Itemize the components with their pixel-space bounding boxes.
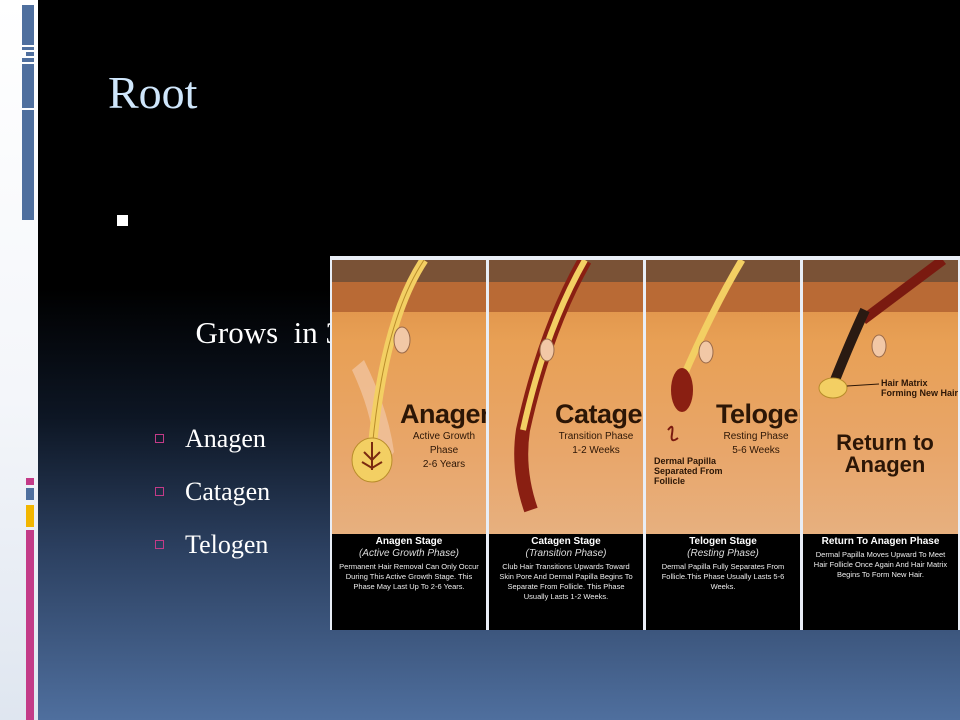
sub-bullet-item: Anagen (153, 419, 630, 472)
phase-subtitle: Resting Phase 5-6 Weeks (723, 431, 789, 456)
stage-description-telogen: Telogen Stage (Resting Phase) Dermal Pap… (646, 534, 800, 630)
diagram-panel-anagen: Anagen Active Growth Phase 2-6 Years (332, 260, 486, 534)
deco-bar (26, 52, 34, 56)
deco-bar (22, 64, 34, 108)
telogen-illustration (646, 260, 800, 442)
stage-title: Telogen Stage (689, 536, 757, 547)
phase-name: Anagen (400, 399, 486, 429)
phase-name: Catagen (555, 399, 643, 429)
phase-subtitle: Active Growth Phase 2-6 Years (412, 431, 476, 470)
sub-bullet-item: Telogen (153, 525, 630, 578)
sub-bullet-group: Anagen Catagen Telogen (116, 419, 630, 578)
return-to-anagen-illustration (803, 260, 958, 399)
stage-description: Dermal Papilla Moves Upward To Meet Hair… (813, 550, 948, 579)
deco-bar (26, 505, 34, 527)
stage-description-catagen: Catagen Stage (Transition Phase) Club Ha… (489, 534, 643, 630)
diagram-panel-return-to-anagen: Hair Matrix Forming New Hair Return to A… (803, 260, 958, 534)
phase-name: Telogen (716, 399, 800, 429)
hair-growth-diagram: Anagen Active Growth Phase 2-6 Years Cat… (330, 256, 960, 630)
anagen-illustration (332, 260, 486, 483)
stage-title: Anagen Stage (375, 536, 443, 547)
stage-title: Catagen Stage (531, 536, 601, 547)
diagram-panel-telogen: Telogen Resting Phase 5-6 Weeks Dermal P… (646, 260, 800, 534)
catagen-illustration (489, 260, 643, 513)
sub-bullet-item: Catagen (153, 472, 630, 525)
phase-name: Return to Anagen (836, 430, 934, 477)
stage-description-anagen: Anagen Stage (Active Growth Phase) Perma… (332, 534, 486, 630)
deco-bar (22, 47, 34, 50)
stage-description: Club Hair Transitions Upwards Toward Ski… (499, 562, 633, 601)
deco-bar (26, 488, 34, 500)
bullet-square-icon (117, 215, 128, 226)
deco-bar (26, 530, 34, 720)
sub-bullet-list: Anagen Catagen Telogen (116, 419, 630, 578)
bullet-hollow-square-icon (155, 434, 164, 443)
stage-description-return-to-anagen: Return To Anagen Phase Dermal Papilla Mo… (803, 534, 958, 630)
deco-bar (22, 110, 34, 220)
stage-title: Return To Anagen Phase (821, 536, 940, 547)
stage-description: Dermal Papilla Fully Separates From Foll… (661, 562, 785, 591)
sub-bullet-text: Telogen (185, 530, 269, 559)
stage-subtitle: (Transition Phase) (525, 548, 607, 559)
sub-bullet-text: Anagen (185, 424, 266, 453)
deco-bar (22, 58, 34, 62)
dermal-papilla-annotation: Dermal Papilla Separated From Follicle (654, 456, 723, 486)
hair-matrix-annotation: Hair Matrix Forming New Hair (881, 378, 958, 398)
stage-description: Permanent Hair Removal Can Only Occur Du… (339, 562, 479, 591)
deco-bar (26, 478, 34, 485)
deco-bar (22, 5, 34, 45)
slide-title: Root (108, 67, 198, 118)
phase-subtitle: Transition Phase 1-2 Weeks (558, 431, 634, 456)
sub-bullet-text: Catagen (185, 477, 271, 506)
bullet-hollow-square-icon (155, 487, 164, 496)
bullet-hollow-square-icon (155, 540, 164, 549)
stage-subtitle: (Active Growth Phase) (358, 548, 460, 559)
diagram-panel-catagen: Catagen Transition Phase 1-2 Weeks (489, 260, 643, 534)
stage-subtitle: (Resting Phase) (687, 548, 759, 559)
